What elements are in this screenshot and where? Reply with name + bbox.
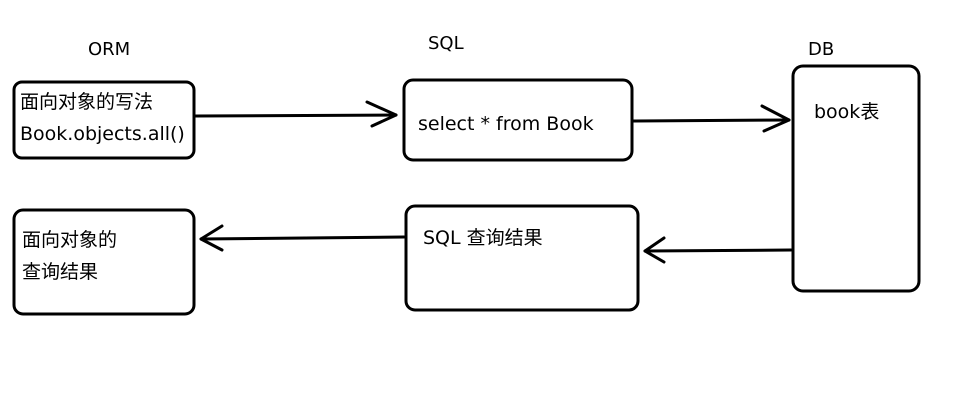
db-table-box: book表 (791, 64, 921, 293)
orm-query-line1: 面向对象的写法 (20, 91, 153, 113)
orm-query-line2: Book.objects.all() (20, 123, 185, 145)
db-table-text: book表 (814, 101, 879, 123)
orm-result-line2: 查询结果 (22, 261, 98, 283)
sql-query-text: select * from Book (418, 113, 594, 135)
arrow-sql-to-db (631, 104, 791, 133)
db-header: DB (808, 39, 834, 60)
sql-result-text: SQL 查询结果 (423, 227, 543, 249)
arrow-db-to-sql-result (643, 236, 793, 264)
orm-result-box: 面向对象的 查询结果 (12, 208, 196, 316)
sql-header: SQL (428, 33, 464, 54)
orm-result-line1: 面向对象的 (22, 229, 117, 251)
sql-result-box: SQL 查询结果 (404, 204, 640, 312)
sql-query-box: select * from Book (402, 78, 634, 162)
arrow-orm-to-sql (193, 100, 398, 128)
orm-header: ORM (88, 39, 130, 60)
orm-query-box: 面向对象的写法 Book.objects.all() (12, 80, 196, 160)
arrow-sql-result-to-orm-result (199, 224, 406, 252)
